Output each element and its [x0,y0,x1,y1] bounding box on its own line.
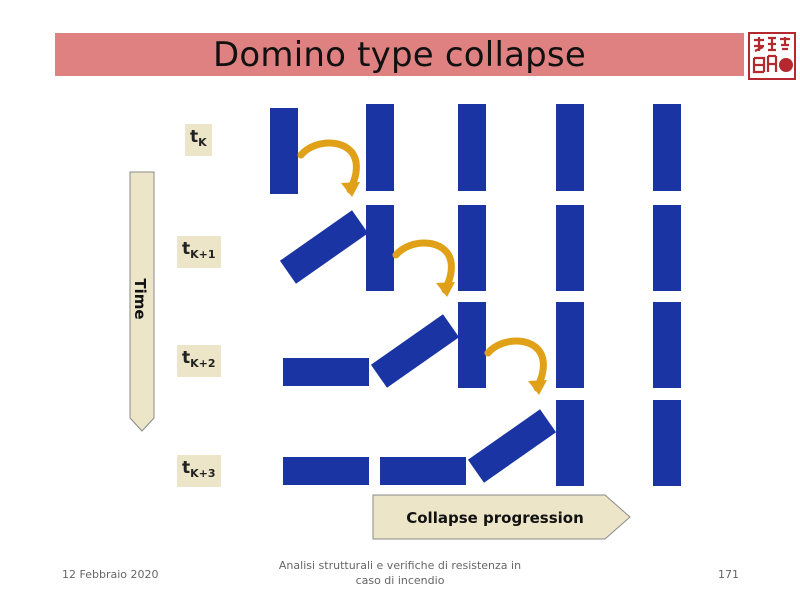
domino [467,409,557,483]
time-arrow-label: Time [131,278,149,319]
domino [270,108,298,194]
seal-stamp-icon [748,32,796,80]
domino-row-tk2 [283,302,681,388]
footer-date: 12 Febbraio 2020 [62,568,159,581]
domino [653,302,681,388]
time-step-label: tK+3 [177,455,221,487]
domino-row-tk3 [283,400,681,486]
domino [366,205,394,291]
curved-arrow-icon [484,337,547,395]
domino [458,104,486,191]
slide-title: Domino type collapse [213,34,586,75]
domino [556,302,584,388]
footer-course-title: Analisi strutturali e verifiche di resis… [278,559,522,587]
domino [380,457,466,485]
time-arrow [129,171,155,432]
domino [366,104,394,191]
domino [556,400,584,486]
time-step-label: tK+2 [177,345,221,377]
domino [458,302,486,388]
collapse-progression-label: Collapse progression [406,509,584,527]
time-step-label: tK+1 [177,236,221,268]
domino [556,205,584,291]
domino [370,314,460,388]
domino [458,205,486,291]
curved-arrow-icon [297,139,360,197]
domino-row-tk1 [279,205,681,291]
domino [279,210,369,284]
footer-page-number: 171 [718,568,739,581]
title-bar: Domino type collapse [55,33,744,76]
collapse-progression-arrow [372,494,631,540]
domino [653,205,681,291]
domino [283,457,369,485]
domino [653,104,681,191]
domino [556,104,584,191]
curved-arrow-icon [392,239,455,297]
domino [653,400,681,486]
time-step-label: tK [185,124,212,156]
domino [283,358,369,386]
domino-row-tk [270,104,681,194]
